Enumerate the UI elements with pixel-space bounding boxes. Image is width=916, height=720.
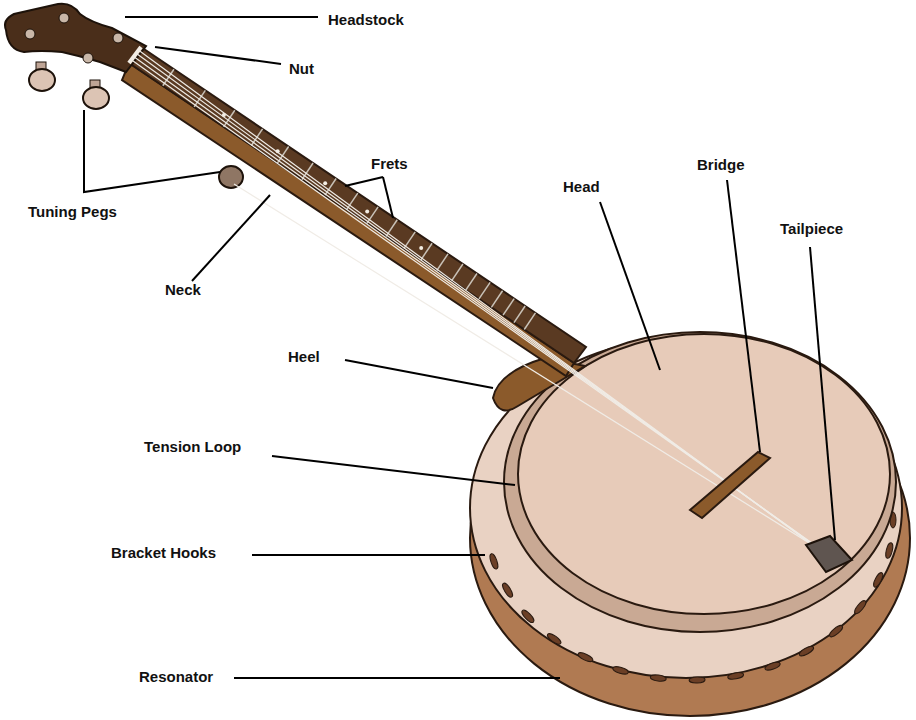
bridge-piece	[690, 452, 770, 518]
strings	[132, 50, 838, 561]
fret-wire	[367, 207, 378, 224]
peg-knob	[29, 69, 55, 91]
fret-wire	[466, 273, 477, 290]
leader-line	[345, 360, 493, 388]
bracket-hook	[546, 632, 563, 646]
bracket-hook	[764, 661, 781, 672]
leader-line	[383, 177, 393, 218]
fret-marker	[323, 181, 327, 185]
drum-head	[518, 334, 890, 614]
leader-lines	[84, 17, 835, 678]
string	[134, 57, 828, 555]
leader-line	[192, 195, 270, 281]
bracket-hook	[612, 665, 629, 675]
bracket-hook	[501, 582, 515, 599]
string	[132, 60, 833, 558]
headstock-shape	[5, 4, 146, 72]
banjo-body	[470, 332, 910, 716]
fret-wire	[479, 282, 490, 299]
peg-post	[59, 13, 69, 23]
part-label: Headstock	[328, 11, 404, 29]
leader-line	[345, 177, 383, 186]
part-label: Frets	[371, 155, 408, 173]
bracket-hook	[798, 645, 815, 658]
peg-post	[83, 53, 93, 63]
leader-line	[272, 456, 515, 485]
frets	[163, 69, 536, 329]
neck-side	[122, 63, 574, 376]
string	[234, 184, 838, 561]
bracket-hook	[689, 677, 705, 683]
bracket-hook	[650, 674, 667, 682]
leader-line	[234, 677, 560, 679]
fret-wire	[437, 254, 448, 271]
bracket-hook	[489, 553, 500, 570]
leader-line	[810, 247, 835, 540]
bracket-hook	[853, 599, 868, 615]
fret-wire	[524, 313, 535, 330]
bracket-hook	[884, 542, 894, 559]
part-label: Tuning Pegs	[28, 203, 117, 221]
part-label: Resonator	[139, 668, 213, 686]
part-label: Nut	[289, 60, 314, 78]
part-label: Bracket Hooks	[111, 544, 216, 562]
bracket-hook	[577, 651, 594, 663]
fret-wire	[503, 299, 514, 316]
bracket-hook	[520, 608, 535, 624]
fret-wire	[491, 291, 502, 308]
leader-line	[252, 554, 485, 556]
fret-wire	[452, 264, 463, 281]
fret-marker	[365, 210, 369, 214]
peg-post	[113, 33, 123, 43]
part-label: Tension Loop	[144, 438, 241, 456]
leader-line	[727, 180, 760, 452]
fret-marker	[419, 246, 423, 250]
fret-wire	[514, 306, 525, 323]
leader-line	[125, 16, 318, 18]
part-label: Bridge	[697, 156, 745, 174]
part-label: Neck	[165, 281, 201, 299]
leader-line	[84, 110, 220, 192]
tailpiece-plate	[806, 536, 852, 572]
bracket-hook	[828, 624, 844, 639]
fifth-peg	[219, 166, 243, 188]
bracket-hook	[727, 672, 744, 681]
bracket-hook	[872, 571, 885, 588]
part-label: Heel	[288, 348, 320, 366]
part-label: Tailpiece	[780, 220, 843, 238]
peg-post	[25, 29, 35, 39]
leader-line	[600, 202, 660, 370]
fret-wire	[325, 179, 336, 196]
fretboard	[129, 47, 586, 363]
part-label: Head	[563, 178, 600, 196]
leader-line	[155, 47, 281, 64]
fret-wire	[421, 243, 432, 260]
tuning-pegs	[25, 13, 243, 188]
peg-knob	[83, 87, 109, 109]
